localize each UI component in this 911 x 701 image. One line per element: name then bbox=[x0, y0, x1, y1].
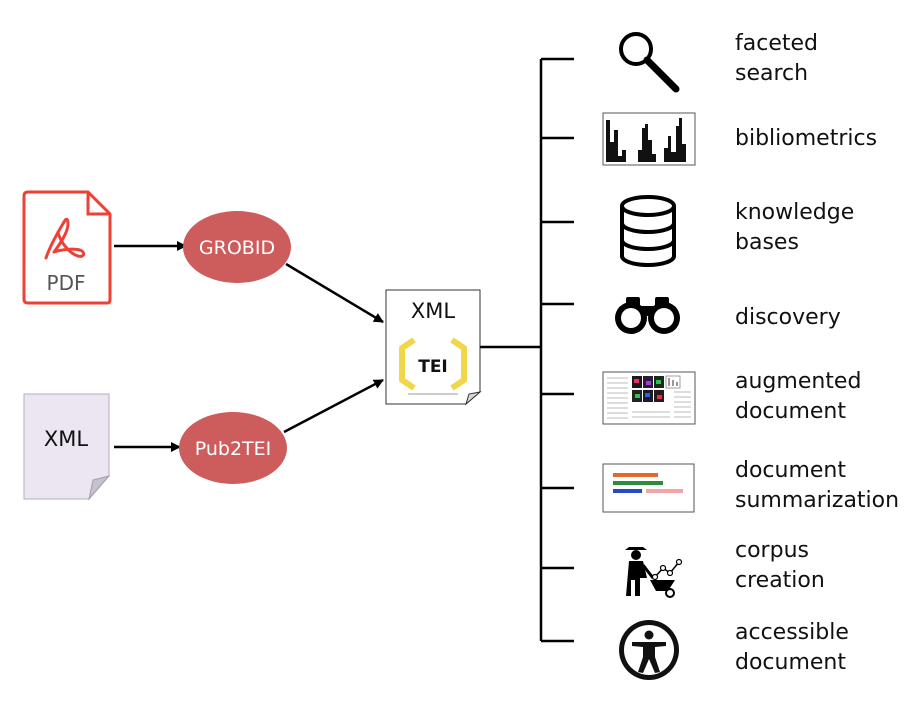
grobid-node: GROBID bbox=[183, 211, 291, 283]
magnifier-icon bbox=[619, 32, 680, 93]
pdf-document-icon: PDF bbox=[22, 190, 112, 305]
tei-xml-label: XML bbox=[411, 299, 456, 323]
accessibility-icon bbox=[619, 620, 679, 680]
histogram-icon bbox=[602, 112, 696, 166]
summary-bars-icon bbox=[602, 463, 695, 513]
application-label-discovery: discovery bbox=[735, 305, 841, 330]
arrow-pub2tei-to-tei bbox=[283, 378, 384, 434]
worker-wheelbarrow-icon bbox=[625, 547, 683, 598]
database-icon bbox=[620, 195, 676, 267]
xml-input-label: XML bbox=[44, 427, 89, 451]
tei-logo-text: TEI bbox=[418, 357, 448, 377]
application-label-bibliometrics: bibliometrics bbox=[735, 126, 878, 151]
augmented-document-icon bbox=[602, 371, 696, 425]
grobid-label: GROBID bbox=[199, 237, 275, 259]
tei-right-bracket bbox=[450, 337, 467, 391]
binoculars-icon bbox=[615, 297, 680, 334]
xml-input-document-icon: XML bbox=[23, 393, 111, 501]
arrow-grobid-to-tei bbox=[285, 262, 384, 324]
pub2tei-label: Pub2TEI bbox=[195, 438, 272, 460]
bus-ticks bbox=[541, 57, 574, 643]
acrobat-icon bbox=[44, 217, 86, 260]
pdf-label: PDF bbox=[47, 271, 86, 295]
tei-document-icon: XML TEI bbox=[385, 289, 482, 406]
tei-left-bracket bbox=[399, 337, 416, 391]
pub2tei-node: Pub2TEI bbox=[179, 412, 287, 484]
